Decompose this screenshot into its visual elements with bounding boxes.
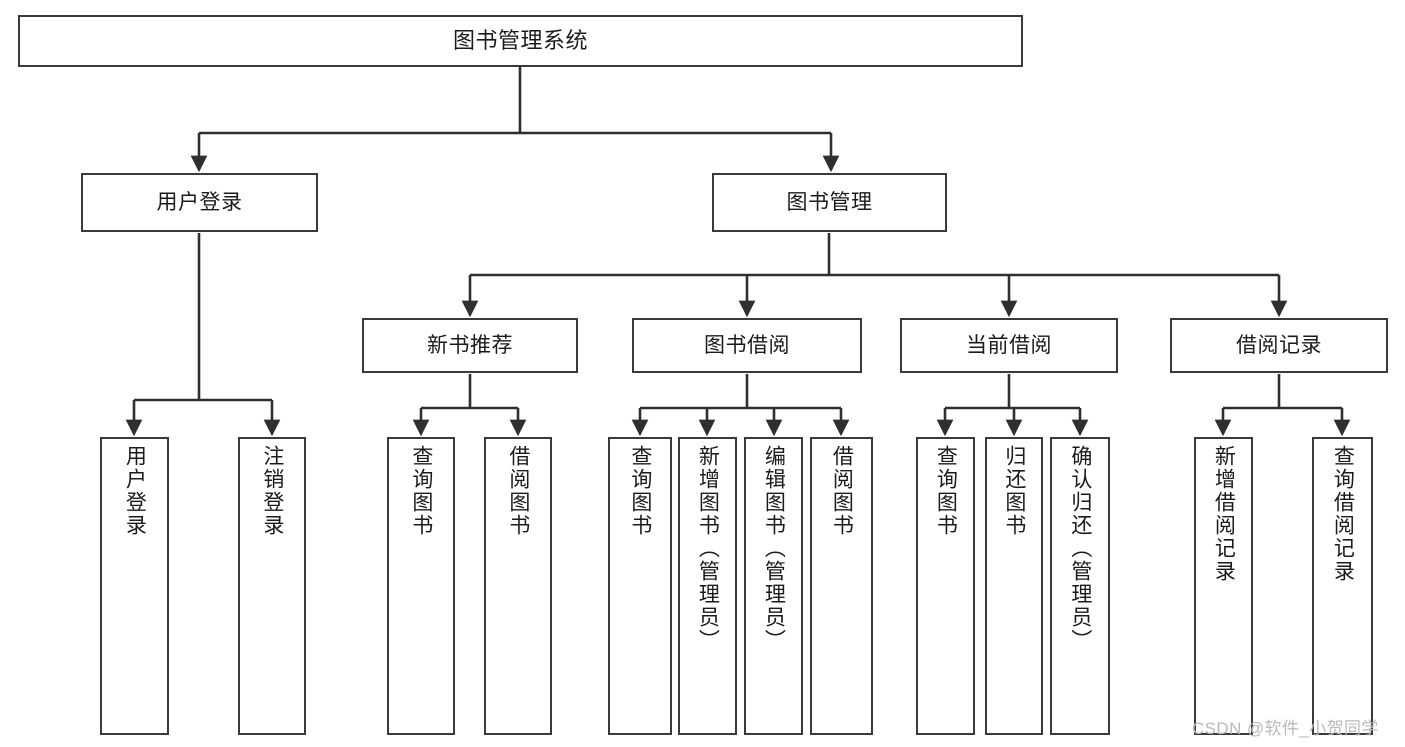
- node-borrow-record[interactable]: 借阅记录: [1170, 318, 1388, 373]
- node-leaf-borrow-do[interactable]: 借阅图书: [810, 437, 873, 735]
- node-root-label: 图书管理系统: [452, 27, 588, 53]
- node-leaf-rec-query[interactable]: 查询图书: [387, 437, 455, 735]
- node-leaf-borrow-edit[interactable]: 编辑图书（管理员）: [744, 437, 803, 735]
- node-leaf-cur-confirm-label: 确认归还（管理员）: [1068, 445, 1092, 652]
- node-leaf-borrow-query[interactable]: 查询图书: [608, 437, 672, 735]
- node-root[interactable]: 图书管理系统: [18, 15, 1023, 67]
- node-leaf-rec-add[interactable]: 新增借阅记录: [1194, 437, 1253, 735]
- node-leaf-borrow-add-label: 新增图书（管理员）: [696, 445, 720, 652]
- node-leaf-rec-add-label: 新增借阅记录: [1212, 445, 1236, 583]
- node-leaf-rec-borrow[interactable]: 借阅图书: [484, 437, 552, 735]
- node-leaf-user-login[interactable]: 用户登录: [100, 437, 169, 735]
- node-leaf-rec-search-label: 查询借阅记录: [1331, 445, 1355, 583]
- node-book-manage[interactable]: 图书管理: [712, 173, 947, 232]
- node-leaf-borrow-edit-label: 编辑图书（管理员）: [762, 445, 786, 652]
- node-leaf-user-logout[interactable]: 注销登录: [238, 437, 306, 735]
- node-leaf-rec-search[interactable]: 查询借阅记录: [1312, 437, 1373, 735]
- node-leaf-user-logout-label: 注销登录: [260, 445, 284, 537]
- node-user-login-label: 用户登录: [156, 190, 243, 214]
- node-leaf-borrow-do-label: 借阅图书: [830, 445, 854, 537]
- node-current-borrow-label: 当前借阅: [966, 333, 1052, 357]
- node-new-book-rec[interactable]: 新书推荐: [362, 318, 578, 373]
- node-leaf-cur-confirm[interactable]: 确认归还（管理员）: [1050, 437, 1110, 735]
- node-leaf-rec-query-label: 查询图书: [409, 445, 433, 537]
- node-leaf-cur-return-label: 归还图书: [1002, 445, 1026, 537]
- node-book-manage-label: 图书管理: [786, 190, 873, 214]
- node-leaf-borrow-query-label: 查询图书: [628, 445, 652, 537]
- node-leaf-cur-query-label: 查询图书: [934, 445, 958, 537]
- node-leaf-user-login-label: 用户登录: [123, 445, 147, 537]
- node-leaf-rec-borrow-label: 借阅图书: [506, 445, 530, 537]
- watermark-text: CSDN @软件_小贺同学: [1192, 719, 1379, 738]
- node-user-login[interactable]: 用户登录: [81, 173, 318, 232]
- node-leaf-cur-return[interactable]: 归还图书: [985, 437, 1043, 735]
- node-borrow-record-label: 借阅记录: [1236, 333, 1322, 357]
- node-book-borrow[interactable]: 图书借阅: [632, 318, 862, 373]
- node-book-borrow-label: 图书借阅: [704, 333, 790, 357]
- node-current-borrow[interactable]: 当前借阅: [900, 318, 1118, 373]
- node-new-book-rec-label: 新书推荐: [427, 333, 513, 357]
- node-leaf-cur-query[interactable]: 查询图书: [916, 437, 975, 735]
- node-leaf-borrow-add[interactable]: 新增图书（管理员）: [678, 437, 737, 735]
